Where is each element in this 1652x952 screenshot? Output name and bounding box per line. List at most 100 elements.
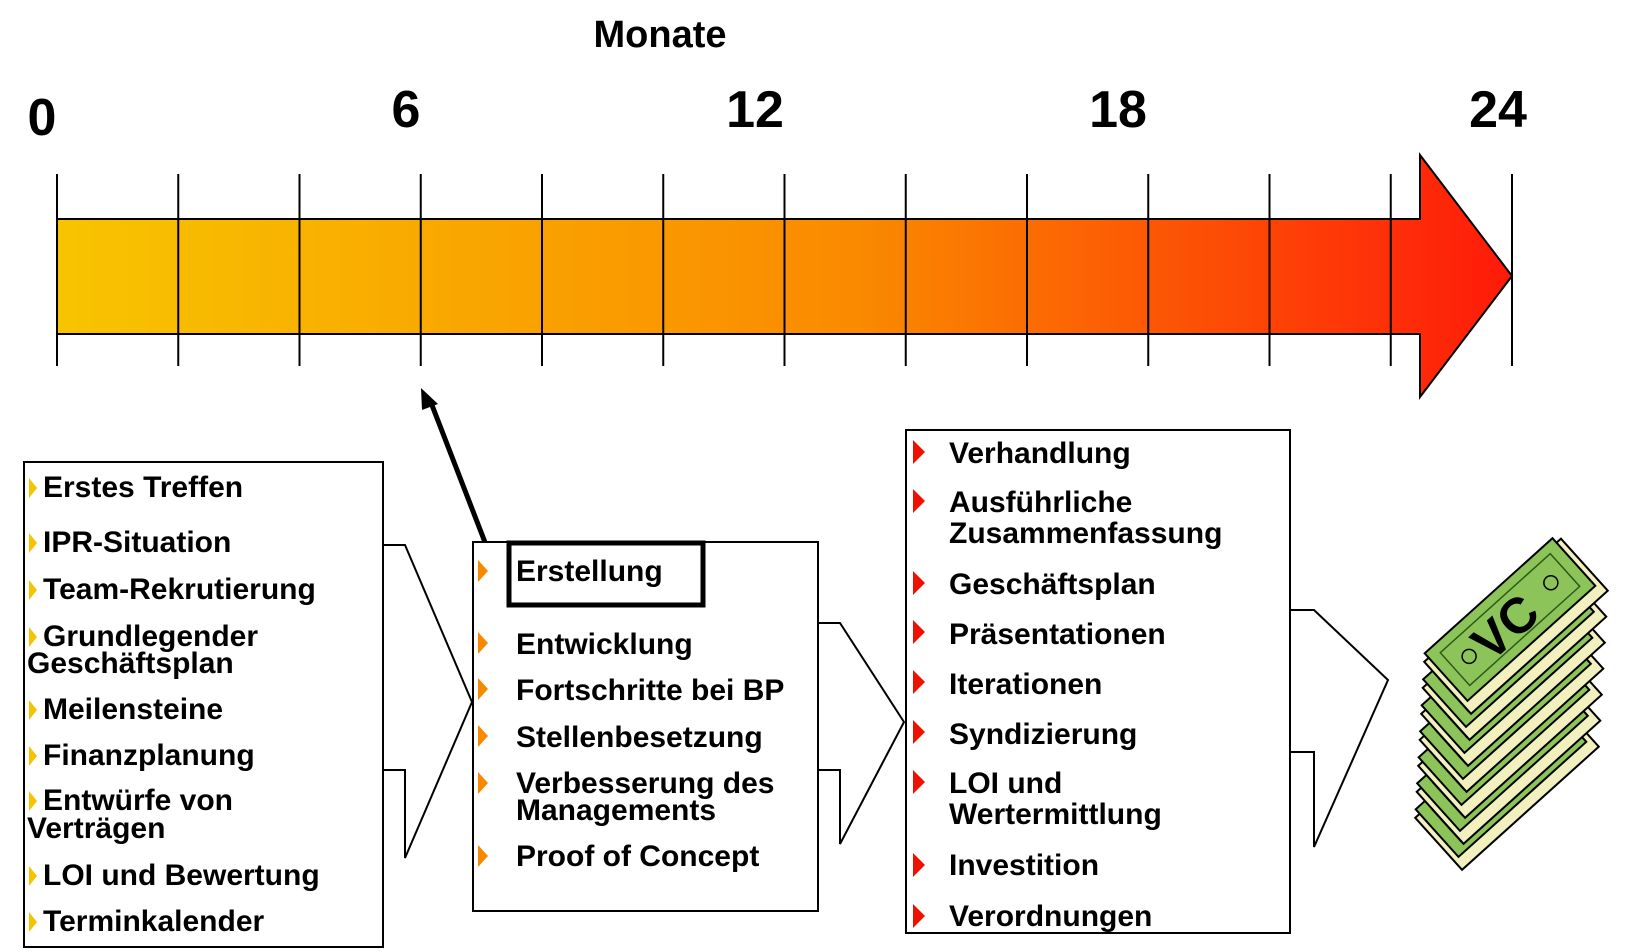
- list-item-label: Verträgen: [27, 812, 165, 845]
- list-item-label: Erstes Treffen: [43, 471, 243, 504]
- chevron-arrow-1: [382, 544, 474, 859]
- svg-text:Investition: Investition: [949, 849, 1099, 882]
- list-item-label: Meilensteine: [43, 693, 223, 726]
- list-item-label: Ausführliche: [949, 486, 1132, 519]
- bullet-icon: [913, 670, 925, 694]
- bullet-icon: [913, 571, 925, 595]
- bullet-icon: [29, 580, 37, 600]
- list-item-label: Entwürfe von: [43, 784, 233, 817]
- phase3-box: [905, 429, 1291, 934]
- money-stack-icon: VC: [1413, 536, 1610, 872]
- svg-text:Präsentationen: Präsentationen: [949, 618, 1166, 651]
- list-item: Stellenbesetzung: [478, 721, 763, 754]
- pointer-arrow: [421, 388, 496, 564]
- list-item-label: Verhandlung: [949, 437, 1131, 470]
- svg-text:Iterationen: Iterationen: [949, 668, 1102, 701]
- list-item-label: Wertermittlung: [949, 798, 1162, 831]
- phase3-list: Verhandlung Ausführliche Zusammenfassung…: [913, 437, 1222, 933]
- list-item: Proof of Concept: [478, 840, 759, 873]
- svg-text:Ausführliche Zusammenf: Ausführliche Zusammenfassung: [949, 486, 1222, 550]
- list-item-label: Team-Rekrutierung: [43, 573, 316, 606]
- tick-label-24: 24: [1469, 81, 1527, 139]
- chevron-arrow-3: [1289, 609, 1390, 848]
- list-item: Team-Rekrutierung: [29, 573, 316, 606]
- list-item: Entwürfe von Verträgen: [27, 784, 241, 845]
- erstellung-highlight-frame: [506, 540, 706, 608]
- bullet-icon: [29, 478, 37, 498]
- list-item: Iterationen: [913, 668, 1102, 701]
- tick-label-12: 12: [726, 81, 784, 139]
- bullet-icon: [913, 720, 925, 744]
- tick-label-18: 18: [1089, 81, 1147, 139]
- svg-text:Syndizierung: Syndizierung: [949, 718, 1137, 751]
- tick-label-0: 0: [28, 89, 57, 147]
- list-item-label: Investition: [949, 849, 1099, 882]
- svg-text:Fortschritte bei BP: Fortschritte bei BP: [516, 674, 784, 707]
- list-item: Grundlegender Geschäftsplan: [27, 620, 266, 680]
- tick-labels: 0 6 12 18 24: [28, 81, 1527, 147]
- list-item-label: Entwicklung: [516, 628, 693, 661]
- svg-text:Proof of Concept: Proof of Concept: [516, 840, 759, 873]
- bullet-icon: [478, 632, 488, 654]
- list-item-label: LOI und Bewertung: [43, 859, 320, 892]
- list-item-label: Geschäftsplan: [27, 647, 234, 680]
- list-item-label: Verordnungen: [949, 900, 1152, 933]
- bullet-icon: [913, 620, 925, 644]
- bullet-icon: [29, 627, 37, 647]
- list-item-label: Zusammenfassung: [949, 517, 1222, 550]
- bullet-icon: [29, 746, 37, 766]
- list-item: Erstellung: [478, 555, 663, 588]
- list-item: Meilensteine: [29, 693, 223, 726]
- list-item: LOI und Wertermittlung: [913, 767, 1162, 831]
- list-item: Verhandlung: [913, 437, 1131, 470]
- list-item-label: Geschäftsplan: [949, 568, 1156, 601]
- bullet-icon: [29, 533, 37, 553]
- svg-text:Entwürfe von Verträgen: Entwürfe von Verträgen: [27, 784, 241, 845]
- list-item: IPR-Situation: [29, 526, 231, 559]
- svg-text:Meilensteine: Meilensteine: [43, 693, 223, 726]
- list-item-label: Stellenbesetzung: [516, 721, 763, 754]
- list-item: Ausführliche Zusammenfassung: [913, 486, 1222, 550]
- bullet-icon: [913, 904, 925, 928]
- list-item-label: Fortschritte bei BP: [516, 674, 784, 707]
- svg-text:Erstellung: Erstellung: [516, 555, 663, 588]
- list-item-label: IPR-Situation: [43, 526, 231, 559]
- svg-text:Team-Rekrutierung: Team-Rekrutierung: [43, 573, 316, 606]
- svg-text:Erstes Treffen: Erstes Treffen: [43, 471, 243, 504]
- tick-label-6: 6: [392, 81, 421, 139]
- bullet-icon: [913, 489, 925, 513]
- list-item-label: Finanzplanung: [43, 739, 255, 772]
- list-item: Geschäftsplan: [913, 568, 1156, 601]
- bill: [1422, 536, 1610, 716]
- bullet-icon: [913, 440, 925, 464]
- list-item: Terminkalender: [29, 905, 265, 938]
- svg-text:Finanzplanung: Finanzplanung: [43, 739, 255, 772]
- list-item-label: Proof of Concept: [516, 840, 759, 873]
- list-item-label: LOI und: [949, 767, 1062, 800]
- bullet-icon: [913, 853, 925, 877]
- month-gridlines: [56, 174, 1513, 366]
- svg-text:Verhandlung: Verhandlung: [949, 437, 1131, 470]
- bullet-icon: [478, 725, 488, 747]
- svg-text:Entwicklung: Entwicklung: [516, 628, 693, 661]
- timeline-title: Monate: [594, 14, 727, 56]
- list-item: Entwicklung: [478, 628, 693, 661]
- list-item-label: Iterationen: [949, 668, 1102, 701]
- bullet-icon: [478, 772, 488, 794]
- list-item: Verbesserung des Managements: [478, 767, 774, 827]
- list-item: Verordnungen: [913, 900, 1152, 933]
- list-item: Syndizierung: [913, 718, 1137, 751]
- list-item: Finanzplanung: [29, 739, 255, 772]
- list-item: Investition: [913, 849, 1099, 882]
- list-item-label: Grundlegender: [43, 620, 258, 653]
- bullet-icon: [29, 791, 37, 811]
- bullet-icon: [478, 845, 488, 867]
- svg-text:LOI und Wertermittlung: LOI und Wertermittlung: [949, 767, 1162, 831]
- bullet-icon: [29, 700, 37, 720]
- svg-text:Grundlegender Geschäft: Grundlegender Geschäftsplan: [27, 620, 266, 680]
- svg-text:Stellenbesetzung: Stellenbesetzung: [516, 721, 763, 754]
- bullet-icon: [478, 560, 488, 582]
- bullet-icon: [29, 866, 37, 886]
- list-item: LOI und Bewertung: [29, 859, 320, 892]
- phase2-list: Erstellung Entwicklung Fortschritte bei …: [478, 555, 784, 873]
